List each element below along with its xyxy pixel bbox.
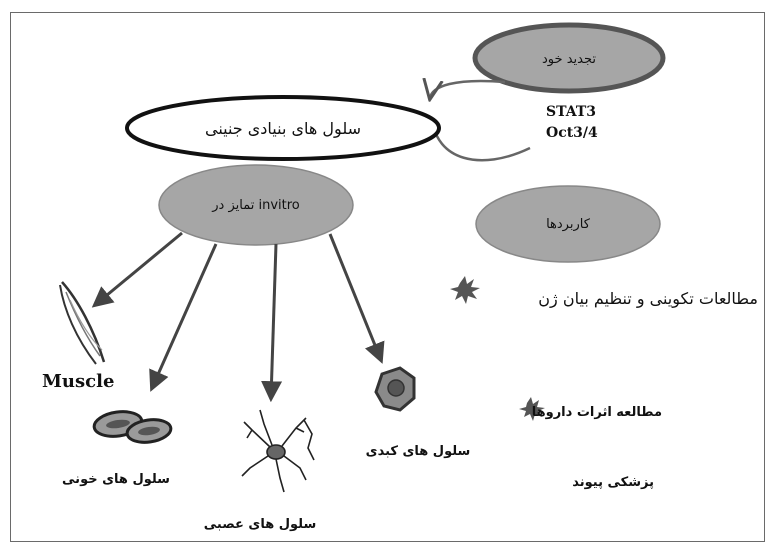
factor-stat3: STAT3: [546, 104, 596, 120]
arrow-to-muscle: [91, 231, 183, 308]
blood-cells-label: سلول های خونی: [62, 472, 170, 487]
diagram-frame: [10, 12, 765, 542]
blood-cell-icon: [92, 410, 173, 444]
arrow-to-blood: [149, 243, 218, 392]
stem-cells-label: سلول های بنیادی جنینی: [205, 119, 361, 139]
muscle-icon: [59, 281, 106, 365]
application-item-transplant: پزشکی پیوند: [572, 475, 654, 490]
self-renewal-ellipse: [472, 22, 666, 94]
application-item-development: مطالعات تکوینی و تنظیم بیان ژن: [538, 289, 758, 309]
differentiation-label: تمایز در invitro: [211, 198, 300, 213]
neural-cells-label: سلول های عصبی: [204, 517, 317, 532]
stem-cells-ellipse: [125, 95, 441, 161]
liver-cells-label: سلول های کبدی: [366, 444, 471, 459]
starburst-icon: [450, 276, 480, 304]
arrow-to-neural: [261, 243, 283, 403]
feedback-arrow-back: [430, 117, 531, 162]
application-item-drugs: مطالعه اثرات داروها: [532, 405, 662, 420]
factor-oct34: Oct3/4: [546, 125, 598, 141]
self-renewal-label: تجدید خود: [542, 52, 596, 67]
feedback-arrow-out: [430, 81, 506, 98]
arrow-to-liver: [328, 233, 385, 364]
muscle-label: Muscle: [42, 371, 114, 392]
neuron-icon: [241, 409, 315, 493]
applications-label: کاربردها: [546, 217, 591, 232]
liver-cell-icon: [374, 366, 416, 412]
differentiation-ellipse: [158, 164, 354, 246]
applications-ellipse: [475, 185, 661, 263]
starburst-icon: [519, 397, 545, 421]
